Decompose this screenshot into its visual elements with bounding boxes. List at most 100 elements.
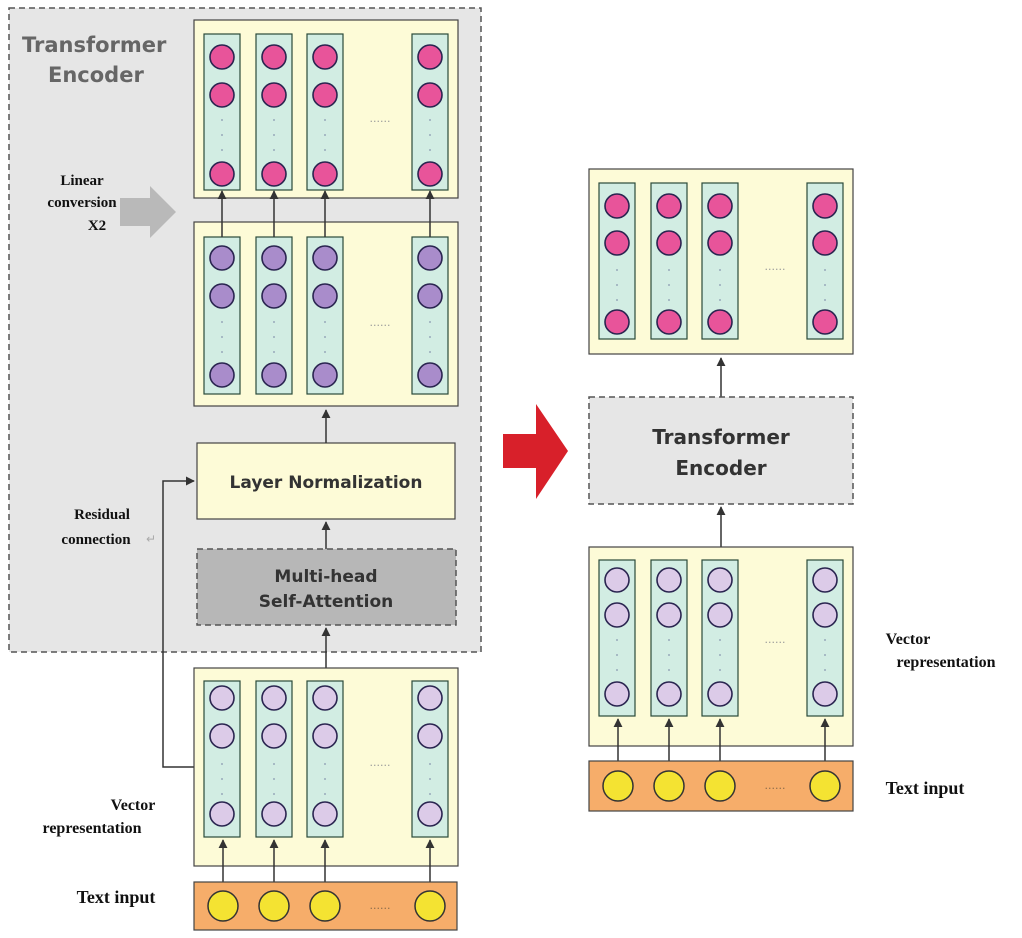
ellipsis-dot — [221, 763, 223, 765]
neuron-node — [812, 602, 838, 628]
neuron-node — [209, 44, 235, 70]
ellipsis-dot — [324, 149, 326, 151]
node-column — [650, 559, 688, 717]
ellipsis-label: ...... — [765, 633, 786, 646]
neuron-node — [812, 681, 838, 707]
neuron-node — [209, 362, 235, 388]
ellipsis-dot — [429, 321, 431, 323]
linear-conversion-line3: X2 — [88, 218, 106, 234]
neuron-node — [312, 723, 338, 749]
ellipsis-dot — [668, 669, 670, 671]
neuron-node — [707, 602, 733, 628]
ellipsis-dot — [221, 793, 223, 795]
left-input-nodes: ...... — [207, 890, 446, 922]
ellipsis-dot — [273, 793, 275, 795]
ellipsis-dot — [221, 119, 223, 121]
neuron-node — [312, 801, 338, 827]
neuron-node — [656, 309, 682, 335]
arrows-middle-to-top — [217, 190, 435, 237]
ellipsis-dot — [616, 669, 618, 671]
neuron-node — [417, 44, 443, 70]
neuron-node — [261, 245, 287, 271]
node-column — [203, 680, 241, 838]
ellipsis-dot — [719, 269, 721, 271]
neuron-node — [261, 161, 287, 187]
ellipsis-label: ...... — [370, 899, 391, 912]
ellipsis-dot — [824, 669, 826, 671]
neuron-node — [261, 362, 287, 388]
ellipsis-dot — [616, 654, 618, 656]
ellipsis-dot — [719, 669, 721, 671]
neuron-node — [261, 685, 287, 711]
ellipsis-dot — [324, 351, 326, 353]
neuron-node — [209, 82, 235, 108]
input-token-node — [258, 890, 290, 922]
layer-normalization-box — [196, 442, 456, 520]
neuron-node — [707, 230, 733, 256]
ellipsis-dot — [324, 321, 326, 323]
neuron-node — [209, 801, 235, 827]
ellipsis-label: ...... — [370, 112, 391, 125]
ellipsis-dot — [824, 269, 826, 271]
left-middle-block: ...... — [193, 221, 459, 407]
input-token-node — [602, 770, 634, 802]
return-glyph: ↵ — [146, 532, 156, 546]
ellipsis-dot — [668, 654, 670, 656]
right-input-nodes: ...... — [602, 770, 841, 802]
node-column — [598, 182, 636, 340]
ellipsis-dot — [324, 119, 326, 121]
right-text-input-label: Text input — [886, 778, 965, 798]
ellipsis-dot — [324, 778, 326, 780]
node-column — [306, 680, 344, 838]
neuron-node — [209, 161, 235, 187]
neuron-node — [261, 801, 287, 827]
neuron-node — [261, 44, 287, 70]
left-top-block: ...... — [193, 19, 459, 199]
ellipsis-dot — [824, 284, 826, 286]
ellipsis-dot — [429, 763, 431, 765]
node-column — [255, 680, 293, 838]
ellipsis-dot — [273, 351, 275, 353]
ellipsis-dot — [273, 119, 275, 121]
multi-head-attention-box — [196, 548, 457, 626]
input-token-node — [704, 770, 736, 802]
node-column — [650, 182, 688, 340]
neuron-node — [209, 723, 235, 749]
neuron-node — [312, 44, 338, 70]
ellipsis-dot — [221, 351, 223, 353]
neuron-node — [812, 193, 838, 219]
neuron-node — [417, 685, 443, 711]
neuron-node — [656, 602, 682, 628]
ellipsis-dot — [221, 778, 223, 780]
ellipsis-dot — [429, 134, 431, 136]
left-vector-label-line2: representation — [43, 820, 142, 837]
neuron-node — [312, 245, 338, 271]
node-column — [701, 559, 739, 717]
neuron-node — [604, 602, 630, 628]
node-column — [411, 680, 449, 838]
ellipsis-dot — [719, 299, 721, 301]
node-column — [255, 33, 293, 191]
ellipsis-dot — [429, 351, 431, 353]
neuron-node — [417, 161, 443, 187]
ellipsis-label: ...... — [765, 260, 786, 273]
ellipsis-dot — [429, 149, 431, 151]
ellipsis-dot — [324, 763, 326, 765]
ellipsis-dot — [324, 793, 326, 795]
encoder-title-line1: Transformer — [22, 33, 167, 57]
transition-arrow — [503, 404, 568, 499]
neuron-node — [707, 567, 733, 593]
neuron-node — [417, 723, 443, 749]
right-vector-label-line1: Vector — [886, 631, 931, 648]
ellipsis-dot — [668, 299, 670, 301]
neuron-node — [417, 362, 443, 388]
neuron-node — [312, 283, 338, 309]
neuron-node — [707, 193, 733, 219]
ellipsis-dot — [429, 778, 431, 780]
neuron-node — [656, 230, 682, 256]
neuron-node — [209, 283, 235, 309]
neuron-node — [812, 567, 838, 593]
node-column — [306, 236, 344, 395]
right-top-block: ...... — [588, 168, 854, 355]
